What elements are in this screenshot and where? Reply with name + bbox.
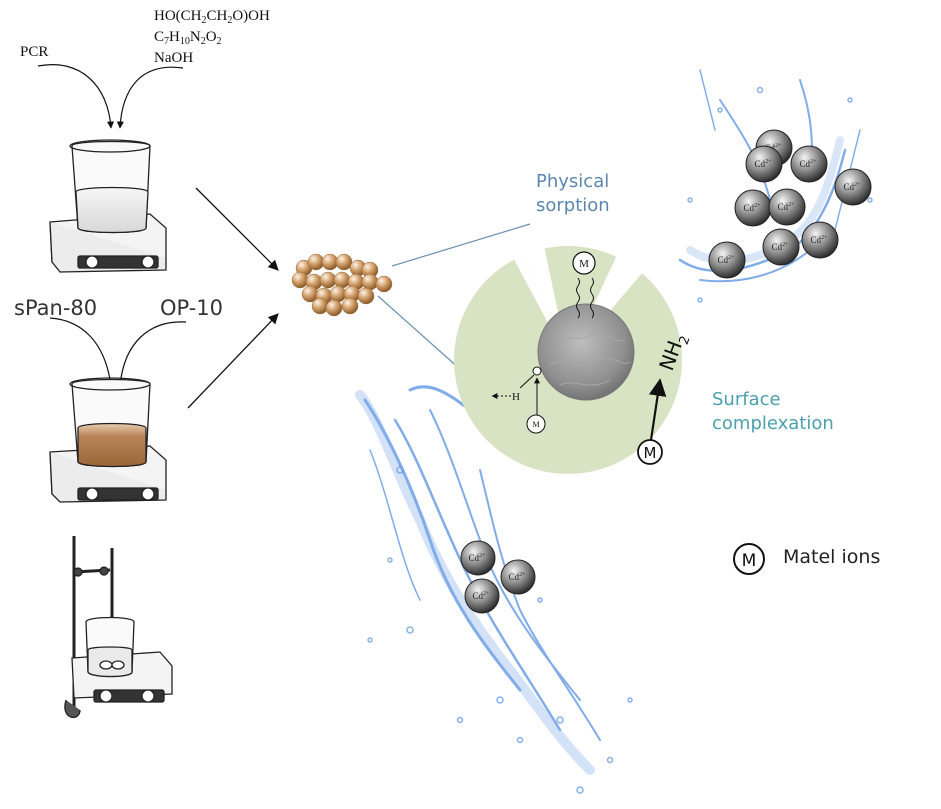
cd-ion: Cd2+	[768, 188, 806, 226]
cd-ion-label: Cd2+	[469, 553, 487, 563]
hydrogen-bond-group	[491, 366, 546, 434]
cd-ion: Cd2+	[745, 145, 783, 183]
physical-sorption-metal	[572, 251, 596, 319]
cd-ion: Cd2+	[790, 145, 828, 183]
step2-beaker-hotplate	[49, 377, 167, 503]
physical-sorption-line1: Physical	[536, 171, 610, 192]
step2-input-arrows	[49, 317, 187, 387]
microsphere-bead	[333, 271, 351, 289]
microsphere-bead	[291, 271, 309, 289]
hbond-metal-label: M	[532, 420, 539, 429]
complexation-arrow	[648, 378, 667, 441]
microsphere-bead	[335, 253, 353, 271]
cd-ion: Cd2+	[734, 189, 772, 227]
step3-stirrer-setup	[64, 536, 173, 719]
cd-ion-label: Cd2+	[755, 159, 773, 169]
reagent-c7h10n2o2: C7H10N2O2	[154, 29, 222, 47]
cd-ion: Cd2+	[708, 241, 746, 279]
microsphere-bead	[357, 287, 375, 305]
reagent-list: HO(CH2CH2O)OH C7H10N2O2 NaOH	[154, 8, 270, 67]
cd-ion-label: Cd2+	[744, 203, 762, 213]
cd-ion: Cd2+	[834, 168, 872, 206]
microsphere-bead	[341, 297, 359, 315]
physical-sorption-label: Physical sorption	[536, 170, 610, 218]
zoom-line-upper	[391, 223, 531, 267]
cd-ion-label: Cd2+	[811, 235, 829, 245]
reagent-naoh: NaOH	[154, 50, 194, 66]
reagent-pcr: PCR	[20, 44, 49, 60]
legend-metal-symbol	[733, 543, 765, 575]
cd-ion-label: Cd2+	[844, 182, 862, 192]
surface-complexation-line1: Surface	[712, 389, 781, 410]
cd-ion-label: Cd2+	[772, 242, 790, 252]
water-droplets	[367, 86, 873, 794]
microsphere-bead	[311, 297, 329, 315]
cd-ion-label: Cd2+	[765, 143, 783, 153]
cd-ion-sphere	[464, 578, 500, 614]
cd-ion-sphere	[768, 188, 806, 226]
cd-ions-top-right: Cd2+ Cd2+ Cd2+ Cd2+ Cd2+ Cd2+ Cd2+ Cd2+ Cd2+	[708, 129, 872, 279]
cd-ion-sphere	[790, 145, 828, 183]
surface-complexation-label: Surface complexation	[712, 388, 834, 436]
microsphere-bead	[319, 271, 337, 289]
cd-ion-sphere	[708, 241, 746, 279]
cd-ion: Cd2+	[460, 540, 496, 576]
cd-ion: Cd2+	[500, 559, 536, 595]
adsorbent-microsphere	[537, 303, 635, 401]
cd-ion-label: Cd2+	[778, 202, 796, 212]
cd-ion-sphere	[762, 228, 800, 266]
cd-ion-sphere	[801, 221, 839, 259]
cd-ion: Cd2+	[801, 221, 839, 259]
microsphere-cluster	[291, 253, 393, 317]
legend-text: Matel ions	[783, 546, 881, 568]
physical-sorption-line2: sorption	[536, 195, 610, 216]
physical-metal-label: M	[579, 258, 589, 270]
complexation-metal-label: M	[644, 444, 657, 462]
reagent-peg: HO(CH2CH2O)OH	[154, 8, 270, 26]
cd-ion-sphere	[500, 559, 536, 595]
surfactant-span80: sPan-80	[14, 296, 98, 320]
cd-ion-sphere	[745, 145, 783, 183]
microsphere-bead	[375, 275, 393, 293]
cd-ion-label: Cd2+	[473, 591, 491, 601]
step1-beaker-hotplate	[49, 139, 167, 273]
arrow-step1-to-product	[195, 187, 279, 271]
surfactant-op10: OP-10	[160, 296, 224, 320]
arrow-step2-to-product	[187, 313, 279, 409]
hydrogen-label: H	[512, 391, 520, 403]
microsphere-bead	[307, 253, 325, 271]
cd-ion: Cd2+	[464, 578, 500, 614]
cd-ions-bottom: Cd2+ Cd2+ Cd2+	[460, 540, 536, 614]
legend-symbol-label: M	[742, 551, 757, 571]
cd-ion: Cd2+	[762, 228, 800, 266]
cd-ion-sphere	[460, 540, 496, 576]
surface-complexation-line2: complexation	[712, 413, 834, 434]
cd-ion-label: Cd2+	[718, 255, 736, 265]
microsphere-bead	[361, 273, 379, 291]
complexation-metal-circle	[637, 439, 663, 465]
microsphere-bead	[325, 299, 343, 317]
step1-input-arrows	[37, 64, 184, 129]
microsphere-bead	[329, 285, 347, 303]
microsphere-bead	[321, 253, 339, 271]
cd-ion-label: Cd2+	[509, 572, 527, 582]
cd-ion-label: Cd2+	[800, 159, 818, 169]
cd-ion-sphere	[834, 168, 872, 206]
